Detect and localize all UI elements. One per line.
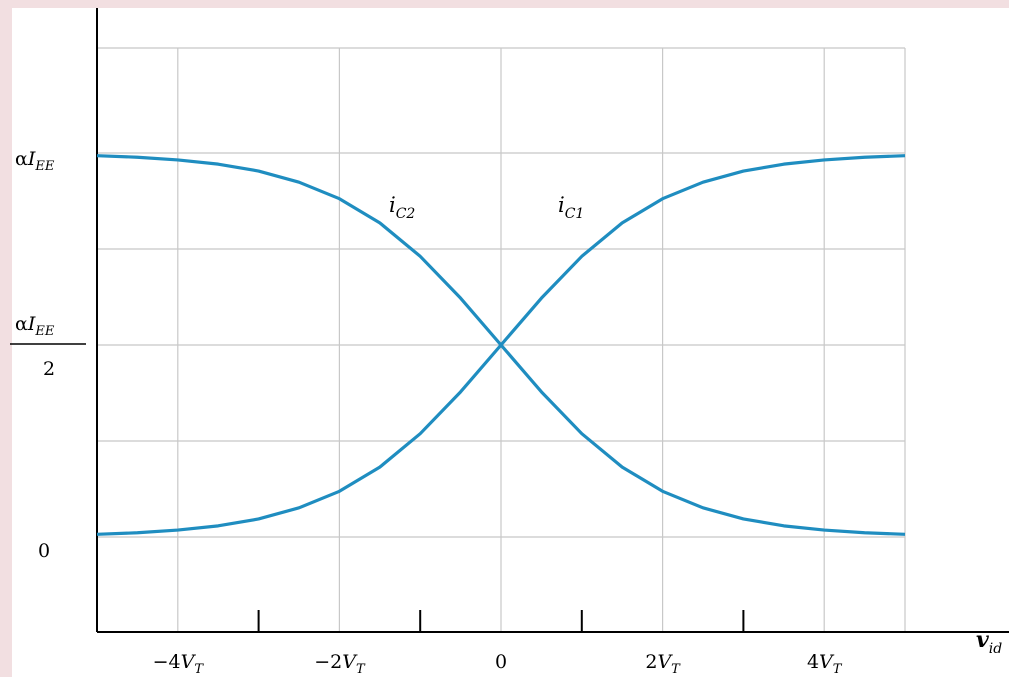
minor-ticks <box>257 610 745 632</box>
grid <box>97 47 906 632</box>
x-tick-label: 0 <box>495 651 507 673</box>
y-tick-label-full: αIEE <box>15 148 55 174</box>
x-axis-label: vid <box>976 627 1002 657</box>
x-tick-label: −2VT <box>314 651 366 677</box>
curves <box>96 154 906 536</box>
series-line-ic2 <box>96 154 906 536</box>
x-tick-label: 2VT <box>645 651 681 677</box>
x-tick-label: −4VT <box>153 651 205 677</box>
y-tick-denominator: 2 <box>43 358 55 380</box>
y-tick-label-half: αIEE 2 <box>10 313 86 380</box>
svg-text:αIEE: αIEE <box>15 313 55 339</box>
x-tick-label: 4VT <box>807 651 843 677</box>
series-label-ic2: iC2 <box>389 193 415 222</box>
plot-area <box>12 8 1009 677</box>
y-tick-label-zero: 0 <box>38 540 50 562</box>
x-tick-labels: −4VT −2VT 0 2VT 4VT <box>153 651 843 677</box>
series-label-ic1: iC1 <box>558 193 584 222</box>
svg-text:αIEE: αIEE <box>15 148 55 174</box>
